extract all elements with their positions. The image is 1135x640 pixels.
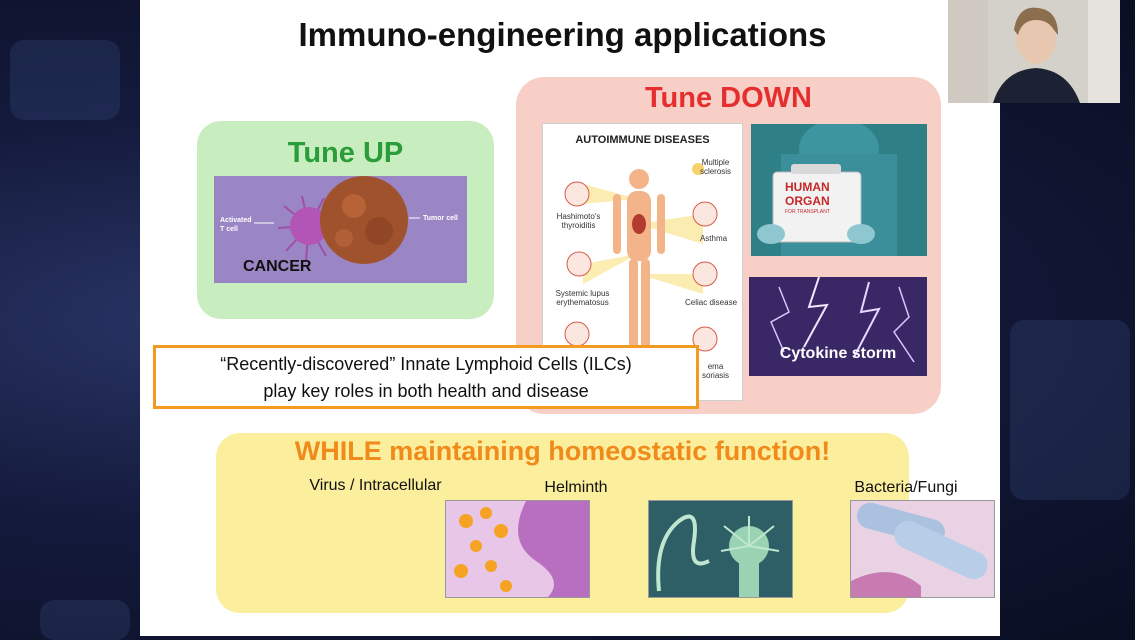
disease-hashimotos: Hashimoto's thyroiditis xyxy=(556,212,601,230)
cytokine-storm-image: Cytokine storm xyxy=(749,277,927,376)
slide: Immuno-engineering applications Tune UP xyxy=(140,0,1000,636)
autoimmune-title: AUTOIMMUNE DISEASES xyxy=(575,134,710,146)
helminth-illustration xyxy=(649,501,792,597)
transplant-illustration xyxy=(751,124,927,256)
disease-celiac: Celiac disease xyxy=(684,298,738,307)
background-shape xyxy=(10,40,120,120)
category-label-virus: Virus / Intracellular xyxy=(309,477,442,494)
disease-asthma: Asthma xyxy=(699,234,728,243)
slide-title: Immuno-engineering applications xyxy=(298,16,827,53)
body-illustration xyxy=(564,163,718,369)
organ-text-line3: FOR TRANSPLANT xyxy=(785,209,830,215)
category-label-helminth: Helminth xyxy=(544,479,608,496)
organ-text-line2: ORGAN xyxy=(785,194,830,208)
homeostatic-panel: WHILE maintaining homeostatic function! … xyxy=(216,433,995,613)
speaker-video-thumbnail xyxy=(948,0,1120,103)
bacteria-illustration xyxy=(851,501,994,597)
tune-up-title: Tune UP xyxy=(287,137,404,169)
background-shape xyxy=(40,600,130,640)
cancer-cell-image: Activated T cell Tumor cell CANCER xyxy=(214,176,467,283)
lightning-bolt xyxy=(893,286,915,363)
activated-t-cell-label: Activated T cell xyxy=(220,217,252,233)
cancer-illustration xyxy=(254,176,420,264)
tune-down-title: Tune DOWN xyxy=(645,82,812,114)
organ-transplant-image: HUMAN ORGAN FOR TRANSPLANT xyxy=(751,124,927,256)
cytokine-storm-label: Cytokine storm xyxy=(779,345,897,362)
lightning-illustration xyxy=(749,277,927,376)
homeostatic-title: WHILE maintaining homeostatic function! xyxy=(294,436,831,466)
disease-lupus: Systemic lupus erythematosus xyxy=(555,289,610,307)
lightning-bolt xyxy=(803,277,829,348)
cancer-label: CANCER xyxy=(243,258,312,275)
disease-eczema-psoriasis: ema soriasis xyxy=(701,362,730,380)
virus-illustration xyxy=(446,501,589,597)
ilc-callout-line2: play key roles in both health and diseas… xyxy=(263,381,589,401)
ilc-callout-line1: “Recently-discovered” Innate Lymphoid Ce… xyxy=(220,354,632,374)
bacteria-fungi-image xyxy=(850,500,995,598)
organ-text-line1: HUMAN xyxy=(785,180,830,194)
ilc-callout-box: “Recently-discovered” Innate Lymphoid Ce… xyxy=(153,345,699,409)
tune-up-panel: Tune UP Activated T cell Tumor cell CA xyxy=(197,121,494,319)
category-label-bacteria: Bacteria/Fungi xyxy=(854,479,958,496)
background-shape xyxy=(1010,320,1130,500)
virus-intracellular-image xyxy=(445,500,590,598)
speaker-image xyxy=(948,0,1120,103)
lightning-bolt xyxy=(770,286,790,353)
tumor-cell-label: Tumor cell xyxy=(423,215,458,222)
disease-multiple-sclerosis: Multiple sclerosis xyxy=(699,158,732,176)
helminth-image xyxy=(648,500,793,598)
highlight-rays xyxy=(583,184,703,294)
lightning-bolt xyxy=(853,281,881,358)
